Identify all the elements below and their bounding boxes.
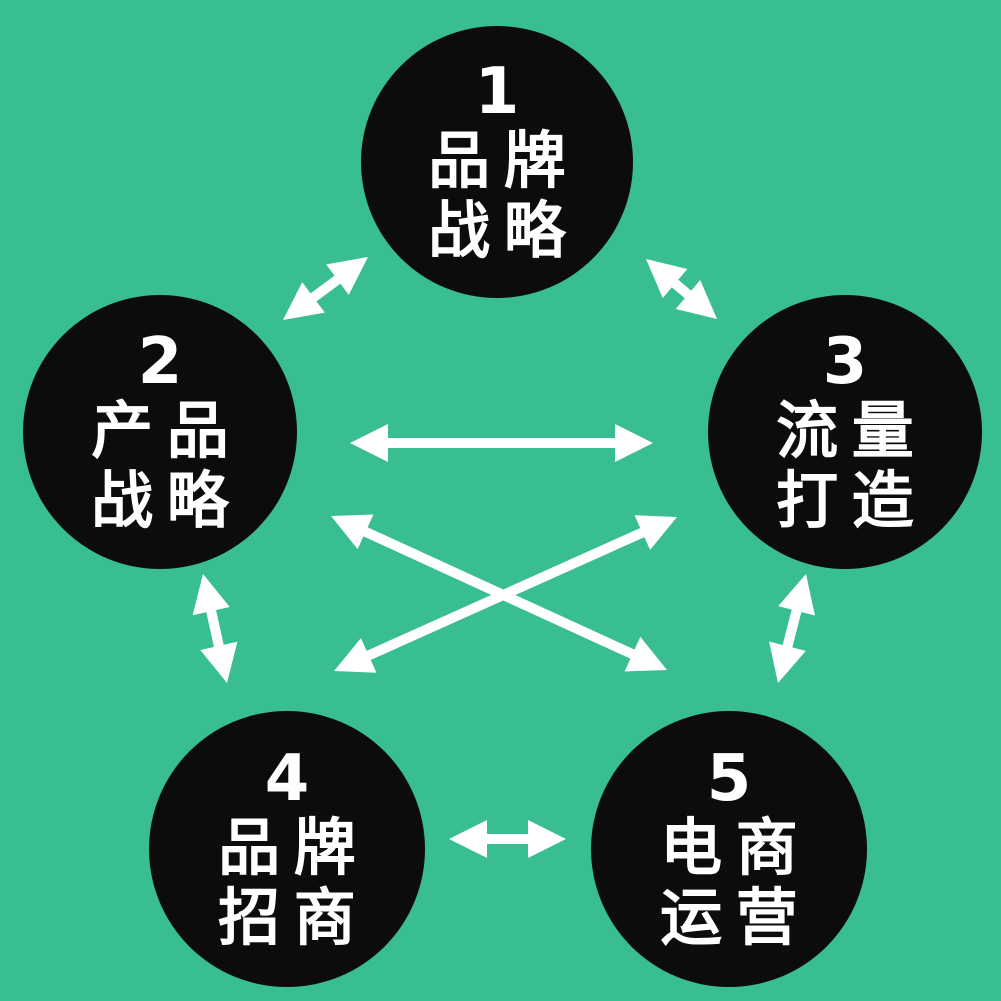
node-ecommerce-operations: 5 电商 运营	[591, 711, 867, 987]
node-label-line2: 运营	[660, 880, 812, 954]
node-traffic-building: 3 流量 打造	[708, 295, 982, 569]
connection-arrow-2-4	[192, 574, 238, 683]
node-label-line2: 战略	[428, 193, 580, 267]
node-label-line1: 产品	[91, 394, 243, 468]
node-product-strategy: 2 产品 战略	[23, 295, 297, 569]
node-label-line1: 品牌	[218, 811, 370, 885]
node-label-line2: 招商	[218, 880, 370, 954]
node-label-line1: 电商	[660, 811, 812, 885]
connection-arrow-4-3	[334, 515, 677, 673]
node-label-line1: 流量	[776, 394, 928, 468]
node-brand-strategy: 1 品牌 战略	[361, 26, 633, 298]
node-label-line1: 品牌	[428, 124, 580, 198]
connection-arrow-2-3	[350, 424, 653, 462]
connection-arrow-4-5	[449, 820, 566, 858]
node-number: 4	[264, 741, 310, 816]
node-brand-investment: 4 品牌 招商	[149, 711, 425, 987]
node-number: 1	[474, 54, 520, 129]
connection-arrow-3-5	[769, 574, 815, 683]
node-label-line2: 战略	[91, 463, 243, 537]
node-number: 2	[137, 324, 183, 399]
connection-arrow-1-3	[646, 259, 717, 319]
connection-arrow-1-2	[283, 257, 368, 320]
node-number: 3	[822, 324, 868, 399]
node-label-line2: 打造	[776, 463, 928, 537]
node-number: 5	[706, 741, 752, 816]
